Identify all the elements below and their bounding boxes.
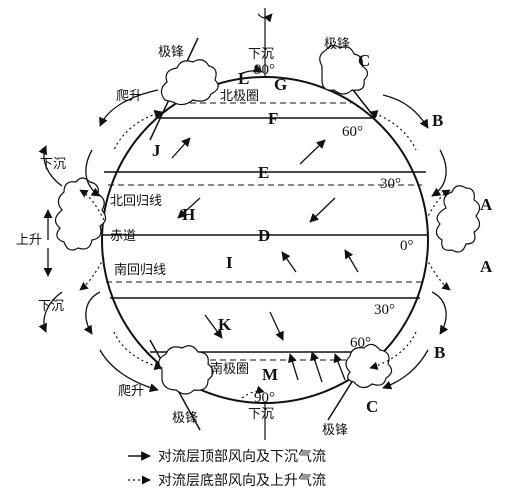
upper-flow-east-mid <box>431 149 447 197</box>
label-south-polar-circle: 南极圈 <box>210 361 249 377</box>
degree-90-south: 90° <box>254 390 275 406</box>
wind-arrow-I-far-right <box>344 249 359 273</box>
degree-0: 0° <box>400 238 414 254</box>
letter-E: E <box>258 163 269 182</box>
wind-arrow-M-2 <box>310 351 323 383</box>
degree-60-north: 60° <box>342 124 363 140</box>
lower-flow-ne <box>369 110 417 151</box>
upper-flow-west-tropic <box>38 145 63 187</box>
cloud-south-west <box>158 345 214 395</box>
lower-flow-west-tropic <box>79 189 105 221</box>
upper-flow-west-mid <box>85 149 101 197</box>
upper-flow-ne <box>382 94 429 129</box>
degree-30-south: 30° <box>374 302 395 318</box>
letter-G: G <box>274 75 287 94</box>
upper-flow-west-tropic-s <box>38 291 63 333</box>
label-rising-equator: 上升 <box>16 233 42 248</box>
letter-C-south: C <box>366 397 378 416</box>
lower-flow-west-s <box>79 257 105 291</box>
cloud-left-equator <box>54 177 107 251</box>
letter-B-north: B <box>432 111 443 130</box>
cloud-north-east <box>319 44 369 95</box>
rotation-arrow-icon <box>257 13 273 23</box>
label-polar-front-ne: 极锋 <box>324 37 350 52</box>
letter-A-upper: A <box>480 195 493 214</box>
label-north-polar-circle: 北极圈 <box>220 89 259 104</box>
label-subsiding-south-pole: 下沉 <box>248 407 274 422</box>
label-polar-front-nw: 极锋 <box>158 45 184 60</box>
label-equator: 赤道 <box>110 229 136 244</box>
wind-arrow-K-right <box>269 311 284 341</box>
letter-J: J <box>152 141 161 160</box>
lower-flow-pole-s <box>241 385 265 399</box>
degree-30-north: 30° <box>380 176 401 192</box>
upper-flow-nw <box>99 89 159 127</box>
letter-A-lower: A <box>480 257 493 276</box>
label-polar-front-se: 极锋 <box>322 423 348 438</box>
wind-arrow-M-3 <box>333 353 346 381</box>
wind-arrow-J <box>171 137 191 159</box>
lower-flow-east-tropic <box>425 189 451 221</box>
letter-F: F <box>268 109 278 128</box>
label-subsiding-north-pole: 下沉 <box>248 47 274 62</box>
upper-flow-se <box>382 349 429 390</box>
upper-flow-west-low <box>83 291 101 335</box>
lower-flow-sw <box>113 331 163 371</box>
wind-arrow-K <box>204 314 223 339</box>
label-subsiding-west-north: 下沉 <box>40 157 66 172</box>
legend-top-flow-text: 对流层顶部风向及下沉气流 <box>158 449 326 465</box>
degree-90-north: 90° <box>254 62 275 78</box>
cloud-north-west <box>160 59 219 106</box>
letter-H: H <box>182 205 195 224</box>
wind-arrow-NE-upper <box>299 139 326 165</box>
wind-arrow-M-1 <box>288 353 299 381</box>
letter-I: I <box>226 253 233 272</box>
letter-B-south: B <box>434 343 445 362</box>
upper-flow-east-low <box>431 291 449 335</box>
cloud-south-east <box>345 343 393 389</box>
letter-K: K <box>218 315 232 334</box>
upper-flow-pole-n <box>239 64 263 75</box>
degree-60-south: 60° <box>350 335 371 351</box>
letter-L: L <box>238 69 249 88</box>
legend-bottom-flow-text: 对流层底部风向及上升气流 <box>158 473 326 489</box>
letter-D: D <box>258 226 270 245</box>
label-subsiding-west-south: 下沉 <box>38 299 64 314</box>
letter-C-north: C <box>358 51 370 70</box>
label-polar-front-sw: 极锋 <box>172 411 198 426</box>
label-climbing-south: 爬升 <box>118 384 144 399</box>
label-tropic-of-capricorn: 南回归线 <box>114 262 166 278</box>
upper-flow-sw <box>99 349 159 393</box>
wind-arrow-I-right <box>281 251 297 273</box>
wind-arrow-E-mid <box>309 197 336 223</box>
lower-flow-nw <box>113 109 163 151</box>
label-climbing-north: 爬升 <box>116 89 142 104</box>
cloud-right-equator <box>435 185 481 253</box>
lower-flow-east-s <box>425 257 451 291</box>
wind-arrow-H <box>177 197 201 219</box>
letter-M: M <box>262 365 278 384</box>
label-tropic-of-cancer: 北回归线 <box>110 194 162 209</box>
